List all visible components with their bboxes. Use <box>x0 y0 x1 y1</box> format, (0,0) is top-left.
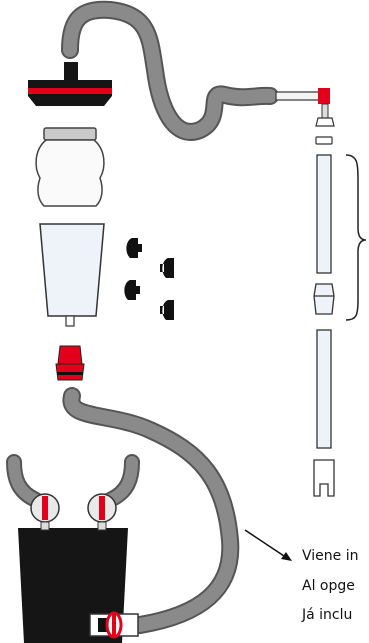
top-valve <box>275 88 335 127</box>
glass-jar <box>35 127 105 207</box>
pump-unit <box>6 454 140 643</box>
pointer-arrow <box>244 529 292 561</box>
rubber-feet <box>124 238 174 320</box>
caption-line-1: Viene in <box>302 548 359 564</box>
washer <box>315 136 333 145</box>
rubber-foot <box>160 258 174 278</box>
caption-line-2: Al opge <box>302 578 355 594</box>
lower-hose <box>62 387 240 634</box>
rod-lower <box>316 329 332 449</box>
rubber-foot <box>124 280 140 300</box>
red-adapter <box>55 345 85 381</box>
length-brace <box>345 154 367 321</box>
rod-coupler <box>313 283 335 315</box>
vacuum-lid <box>28 62 112 106</box>
rod-assembly <box>313 154 335 497</box>
caption-line-3: Já inclu <box>302 607 353 623</box>
cone-container <box>39 223 105 327</box>
rod-foot <box>313 459 335 497</box>
upper-hose <box>61 0 279 141</box>
rubber-foot <box>126 238 142 258</box>
rod-upper <box>316 154 332 274</box>
rubber-foot <box>160 300 174 320</box>
